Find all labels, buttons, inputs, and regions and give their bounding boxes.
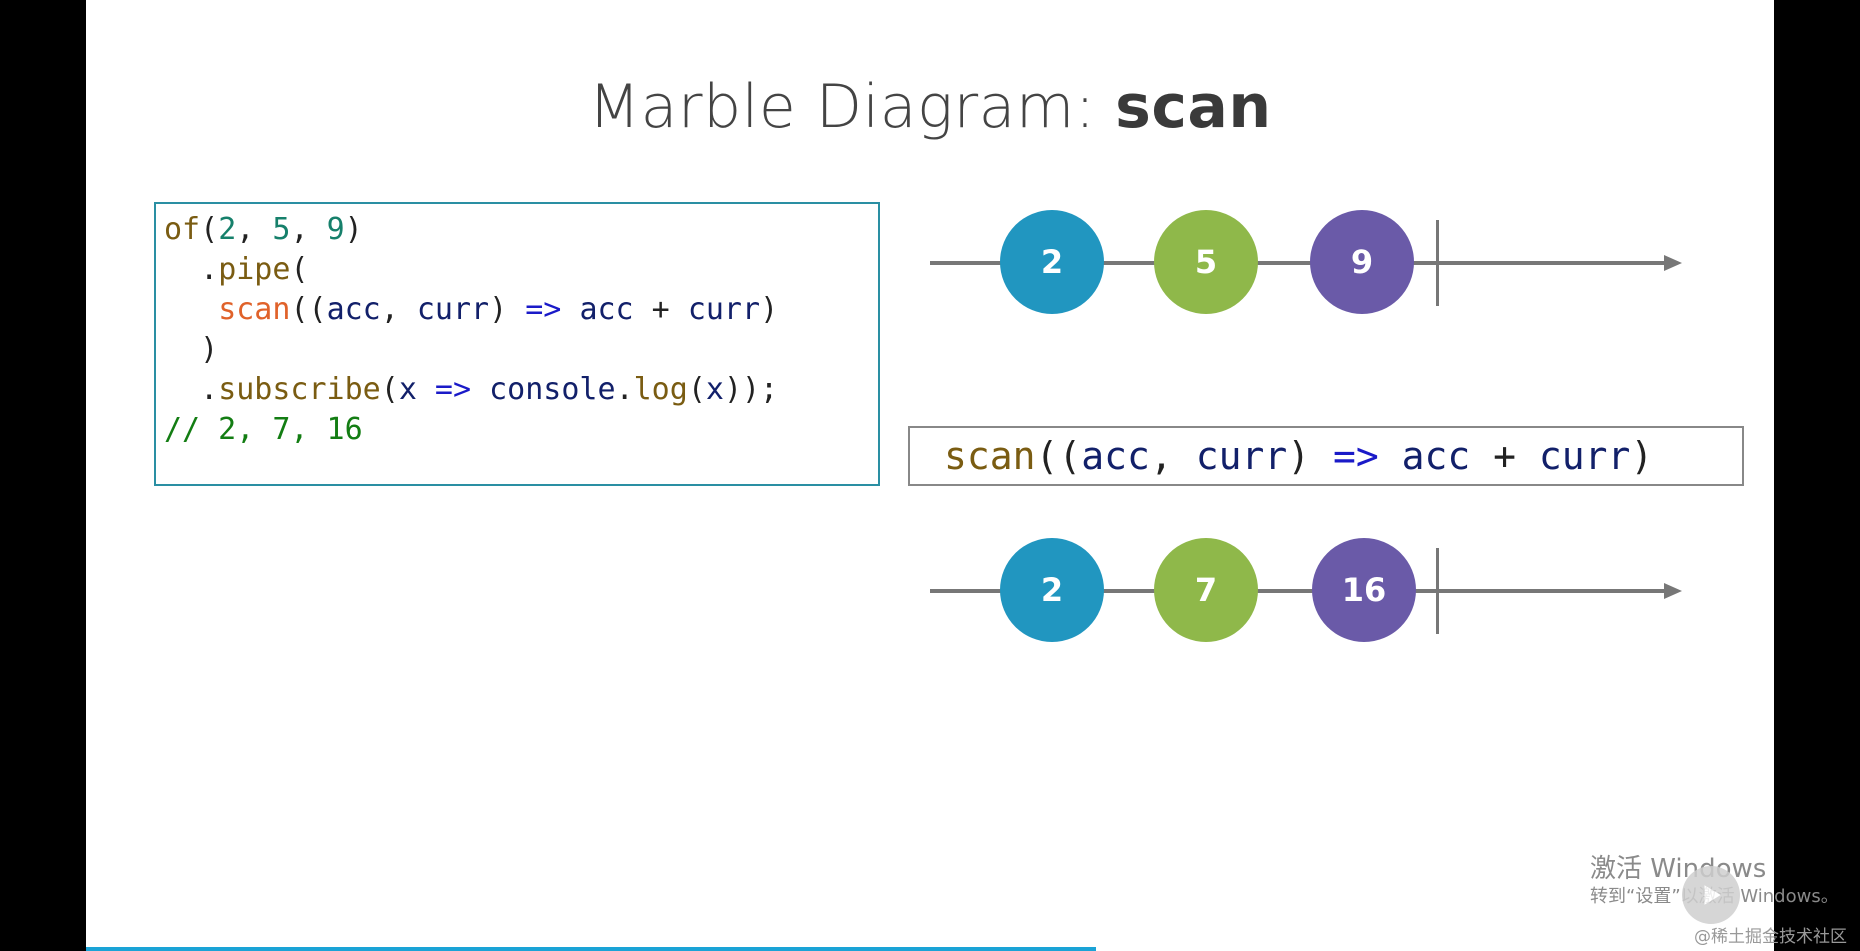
code-token: ( — [687, 372, 706, 407]
code-token: x — [398, 372, 417, 407]
code-token: => — [507, 292, 580, 327]
code-token: , — [290, 212, 327, 247]
input-marble-3: 9 — [1310, 210, 1414, 314]
code-token: acc — [579, 292, 634, 327]
input-timeline: 2 5 9 — [930, 202, 1770, 322]
code-token: . — [200, 252, 219, 287]
code-token: 5 — [272, 212, 291, 247]
code-token: ) — [344, 212, 363, 247]
code-token: scan — [218, 292, 291, 327]
timeline-axis — [930, 261, 1670, 265]
operator-token: (( — [1035, 434, 1082, 478]
marble-label: 5 — [1194, 243, 1218, 281]
operator-token: acc — [1401, 434, 1471, 478]
code-token: ) — [489, 292, 508, 327]
code-token: + — [633, 292, 688, 327]
code-token: , — [236, 212, 273, 247]
arrow-head-icon — [1664, 255, 1682, 271]
slide: Marble Diagram: scan of(2, 5, 9) .pipe( … — [86, 0, 1774, 951]
code-token: (( — [290, 292, 327, 327]
operator-token: ) — [1287, 434, 1311, 478]
output-timeline: 2 7 16 — [930, 530, 1770, 650]
code-token: curr — [687, 292, 761, 327]
code-token: log — [633, 372, 688, 407]
code-token: subscribe — [218, 372, 381, 407]
activation-watermark-title: 激活 Windows — [1590, 854, 1767, 884]
code-indent — [164, 332, 200, 367]
operator-box: scan((acc, curr) => acc + curr) — [908, 426, 1744, 486]
code-token: ) — [200, 332, 219, 367]
code-token: pipe — [218, 252, 291, 287]
play-button[interactable] — [1682, 866, 1740, 924]
code-token: . — [200, 372, 219, 407]
operator-token: => — [1310, 434, 1402, 478]
code-line-6: // 2, 7, 16 — [164, 410, 870, 450]
code-token: , — [380, 292, 417, 327]
title-keyword: scan — [1115, 72, 1272, 142]
code-token: console — [489, 372, 616, 407]
output-marble-3: 16 — [1312, 538, 1416, 642]
video-progress-bar[interactable] — [86, 947, 1096, 951]
code-token: acc — [326, 292, 381, 327]
operator-token: + — [1470, 434, 1539, 478]
code-indent — [164, 372, 200, 407]
code-token: curr — [416, 292, 490, 327]
code-token: )); — [723, 372, 779, 407]
marble-label: 2 — [1040, 243, 1064, 281]
timeline-axis — [930, 589, 1670, 593]
operator-token: ) — [1630, 434, 1654, 478]
code-token: . — [615, 372, 634, 407]
code-line-5: .subscribe(x => console.log(x)); — [164, 370, 870, 410]
code-token: => — [416, 372, 490, 407]
completion-marker — [1436, 220, 1439, 306]
code-token: ( — [380, 372, 399, 407]
completion-marker — [1436, 548, 1439, 634]
code-token: ( — [200, 212, 219, 247]
slide-title: Marble Diagram: scan — [86, 72, 1774, 142]
code-block: of(2, 5, 9) .pipe( scan((acc, curr) => a… — [154, 202, 880, 486]
code-line-4: ) — [164, 330, 870, 370]
output-marble-2: 7 — [1154, 538, 1258, 642]
play-icon — [1704, 885, 1721, 905]
operator-token: , — [1149, 434, 1196, 478]
code-token: ( — [290, 252, 309, 287]
site-watermark: @稀土掘金技术社区 — [1694, 927, 1847, 947]
code-line-3: scan((acc, curr) => acc + curr) — [164, 290, 870, 330]
code-token: of — [164, 212, 201, 247]
operator-token: curr — [1538, 434, 1631, 478]
code-indent — [164, 292, 218, 327]
code-line-1: of(2, 5, 9) — [164, 210, 870, 250]
operator-token: curr — [1195, 434, 1288, 478]
operator-token: scan — [944, 434, 1036, 478]
marble-label: 7 — [1194, 571, 1218, 609]
code-line-2: .pipe( — [164, 250, 870, 290]
code-token: ) — [760, 292, 779, 327]
operator-token: acc — [1081, 434, 1150, 478]
arrow-head-icon — [1664, 583, 1682, 599]
output-marble-1: 2 — [1000, 538, 1104, 642]
code-token: 9 — [326, 212, 345, 247]
marble-label: 2 — [1040, 571, 1064, 609]
code-token: x — [705, 372, 724, 407]
marble-label: 9 — [1350, 243, 1374, 281]
marble-label: 16 — [1341, 571, 1387, 609]
code-token: 2 — [218, 212, 237, 247]
input-marble-2: 5 — [1154, 210, 1258, 314]
code-indent — [164, 252, 200, 287]
title-prefix: Marble Diagram: — [588, 72, 1116, 142]
input-marble-1: 2 — [1000, 210, 1104, 314]
code-comment: // 2, 7, 16 — [164, 412, 363, 447]
